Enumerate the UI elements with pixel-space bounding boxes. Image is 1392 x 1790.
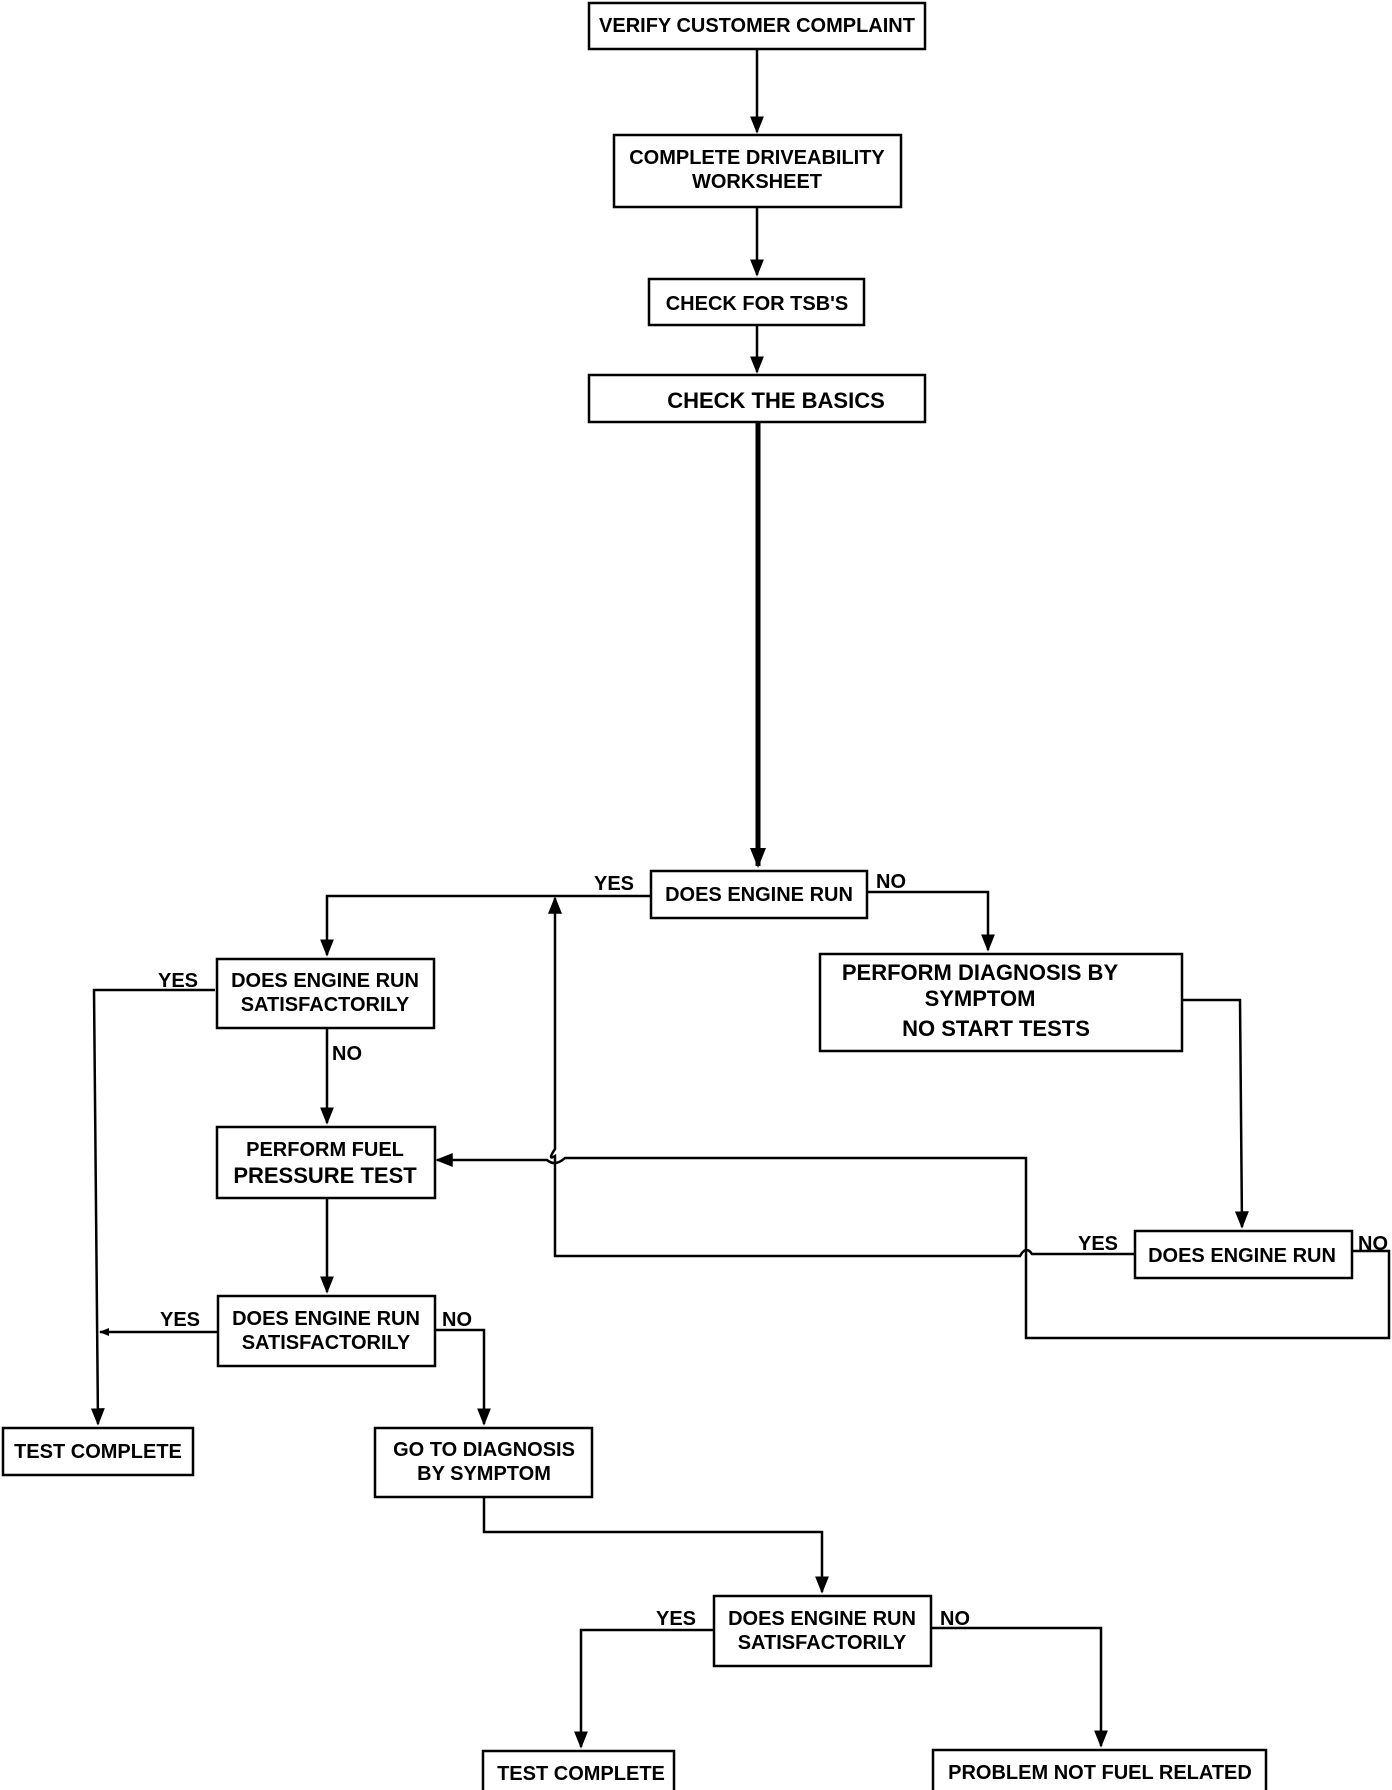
edge-engine-run-yes	[320, 894, 650, 957]
no-label: NO	[876, 871, 906, 893]
edge-no-start-engine-run-2	[1182, 998, 1249, 1229]
node-text: DOES ENGINE RUN	[728, 1608, 916, 1630]
edge-engine-run-2-yes	[548, 896, 1134, 1258]
edge-engine-run-no	[867, 890, 995, 952]
node-text: CHECK THE BASICS	[667, 388, 885, 413]
no-label: NO	[442, 1309, 472, 1331]
node-text: WORKSHEET	[692, 171, 822, 193]
edge-satisfactory-3-yes	[574, 1628, 714, 1749]
node-text: BY SYMPTOM	[417, 1463, 551, 1485]
node-text: GO TO DIAGNOSIS	[393, 1439, 575, 1461]
node-text: SATISFACTORILY	[242, 1332, 411, 1354]
node-text: NO START TESTS	[902, 1016, 1090, 1041]
node-text: SATISFACTORILY	[241, 994, 410, 1016]
yes-label: YES	[158, 970, 198, 992]
no-label: NO	[1358, 1233, 1388, 1255]
node-text: SYMPTOM	[925, 986, 1036, 1011]
node-verify-customer-complaint: VERIFY CUSTOMER COMPLAINT	[587, 1, 927, 51]
no-label: NO	[332, 1043, 362, 1065]
node-text: PROBLEM NOT FUEL RELATED	[948, 1762, 1252, 1784]
no-label: NO	[940, 1608, 970, 1630]
node-text: COMPLETE DRIVEABILITY	[629, 147, 885, 169]
node-no-start-tests: PERFORM DIAGNOSIS BY SYMPTOM NO START TE…	[818, 952, 1184, 1053]
node-text: PERFORM DIAGNOSIS BY	[842, 960, 1119, 985]
node-text: DOES ENGINE RUN	[665, 884, 853, 906]
node-check-the-basics: CHECK THE BASICS	[587, 373, 927, 424]
edge-engine-run-2-no	[435, 1153, 1391, 1340]
yes-label: YES	[656, 1608, 696, 1630]
node-text: VERIFY CUSTOMER COMPLAINT	[599, 15, 915, 37]
node-text: DOES ENGINE RUN	[232, 1308, 420, 1330]
node-text: DOES ENGINE RUN	[1148, 1245, 1336, 1267]
node-problem-not-fuel-related: PROBLEM NOT FUEL RELATED	[931, 1748, 1268, 1790]
node-text: TEST COMPLETE	[497, 1763, 665, 1785]
edge-satisfactory-1-yes	[90, 988, 215, 1426]
node-does-engine-run-2: DOES ENGINE RUN	[1133, 1229, 1354, 1280]
node-text: PRESSURE TEST	[233, 1163, 417, 1188]
node-does-engine-run-satisfactorily-2: DOES ENGINE RUN SATISFACTORILY	[216, 1294, 437, 1368]
node-does-engine-run-1: DOES ENGINE RUN	[649, 869, 869, 920]
node-check-for-tsbs: CHECK FOR TSB'S	[647, 277, 866, 327]
yes-label: YES	[1078, 1233, 1118, 1255]
node-test-complete-1: TEST COMPLETE	[1, 1426, 195, 1477]
node-text: TEST COMPLETE	[14, 1441, 182, 1463]
edge-diag-satisfactory-3	[482, 1497, 829, 1594]
node-text: PERFORM FUEL	[246, 1139, 404, 1161]
node-text: CHECK FOR TSB'S	[666, 293, 849, 315]
node-text: DOES ENGINE RUN	[231, 970, 419, 992]
connectors	[90, 50, 1391, 1749]
node-test-complete-2: TEST COMPLETE	[481, 1749, 676, 1790]
node-text: SATISFACTORILY	[738, 1632, 907, 1654]
edge-satisfactory-2-no	[435, 1328, 491, 1426]
node-does-engine-run-satisfactorily-1: DOES ENGINE RUN SATISFACTORILY	[215, 957, 436, 1030]
node-does-engine-run-satisfactorily-3: DOES ENGINE RUN SATISFACTORILY	[712, 1594, 933, 1668]
node-complete-driveability-worksheet: COMPLETE DRIVEABILITY WORKSHEET	[612, 133, 903, 209]
branch-labels: YES NO YES NO YES NO YES NO YES NO	[158, 871, 1388, 1630]
node-perform-fuel-pressure-test: PERFORM FUEL PRESSURE TEST	[215, 1125, 437, 1200]
yes-label: YES	[594, 873, 634, 895]
node-go-to-diagnosis-by-symptom: GO TO DIAGNOSIS BY SYMPTOM	[373, 1426, 594, 1499]
edge-satisfactory-3-no	[931, 1626, 1108, 1748]
yes-label: YES	[160, 1309, 200, 1331]
